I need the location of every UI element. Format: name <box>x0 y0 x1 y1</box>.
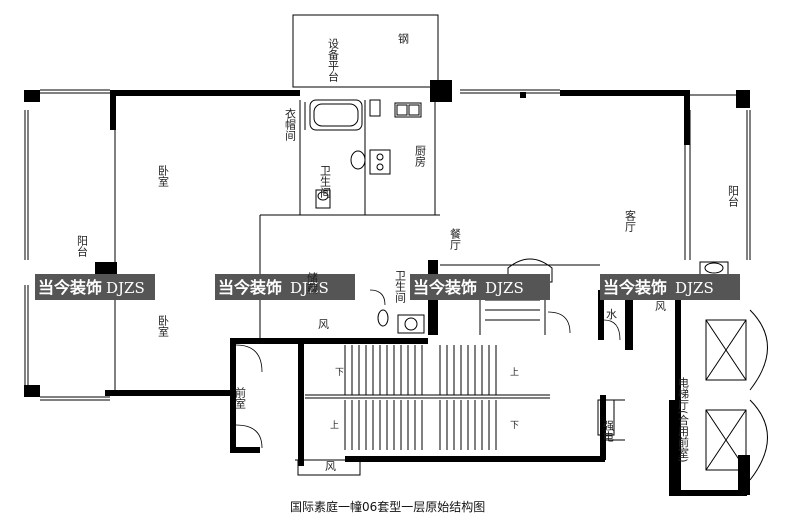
label-shaft: 钢 <box>397 33 410 44</box>
watermark-band-2 <box>215 274 355 300</box>
label-wind-3: 风 <box>325 460 336 473</box>
watermark-brand: 当今装饰 <box>38 278 102 297</box>
label-elevator-hall: 电梯厅(合用前室) <box>677 377 690 463</box>
watermark-band-3 <box>410 274 550 300</box>
watermark-code: DJZS <box>290 279 329 297</box>
watermark-band-4 <box>600 274 740 300</box>
label-bedroom-upper: 卧室 <box>157 165 170 187</box>
label-kitchen: 厨房 <box>414 145 427 168</box>
watermark-brand: 当今装饰 <box>218 278 282 297</box>
plan-title: 国际素庭一幢06套型一层原始结构图 <box>290 499 485 514</box>
label-wind-1: 风 <box>318 318 329 331</box>
stair-treads <box>344 345 497 450</box>
label-equipment-platform: 设备平台 <box>327 38 340 82</box>
watermark-brand: 当今装饰 <box>413 278 477 297</box>
watermark-code: DJZS <box>675 279 714 297</box>
label-cloakroom: 衣帽间 <box>284 107 297 142</box>
label-living: 客厅 <box>624 209 637 232</box>
label-storage: 储藏 <box>306 271 319 295</box>
elevators <box>597 309 768 481</box>
watermark-band-1 <box>35 274 155 300</box>
label-bedroom-lower: 卧室 <box>157 315 170 337</box>
watermark-code: DJZS <box>106 279 145 297</box>
watermark-brand: 当今装饰 <box>603 278 667 297</box>
label-balcony-left: 阳台 <box>76 235 89 257</box>
door-swings <box>235 289 621 449</box>
label-water: 水 <box>606 308 617 321</box>
label-dining: 餐厅 <box>449 227 462 250</box>
stair-up-label: 上 <box>330 420 339 431</box>
stair-down-label: 下 <box>510 421 519 431</box>
label-balcony-right: 阳台 <box>727 185 740 207</box>
label-front-room: 前室 <box>234 386 247 409</box>
stair-down-label: 下 <box>335 368 344 378</box>
label-bathroom-lower: 卫生间 <box>394 270 407 304</box>
watermark-code: DJZS <box>485 279 524 297</box>
label-electric: 强电 <box>602 420 615 442</box>
label-wind-2: 风 <box>655 300 666 313</box>
stair-up-label: 上 <box>510 367 519 378</box>
label-bathroom-upper: 卫生间 <box>319 165 332 199</box>
